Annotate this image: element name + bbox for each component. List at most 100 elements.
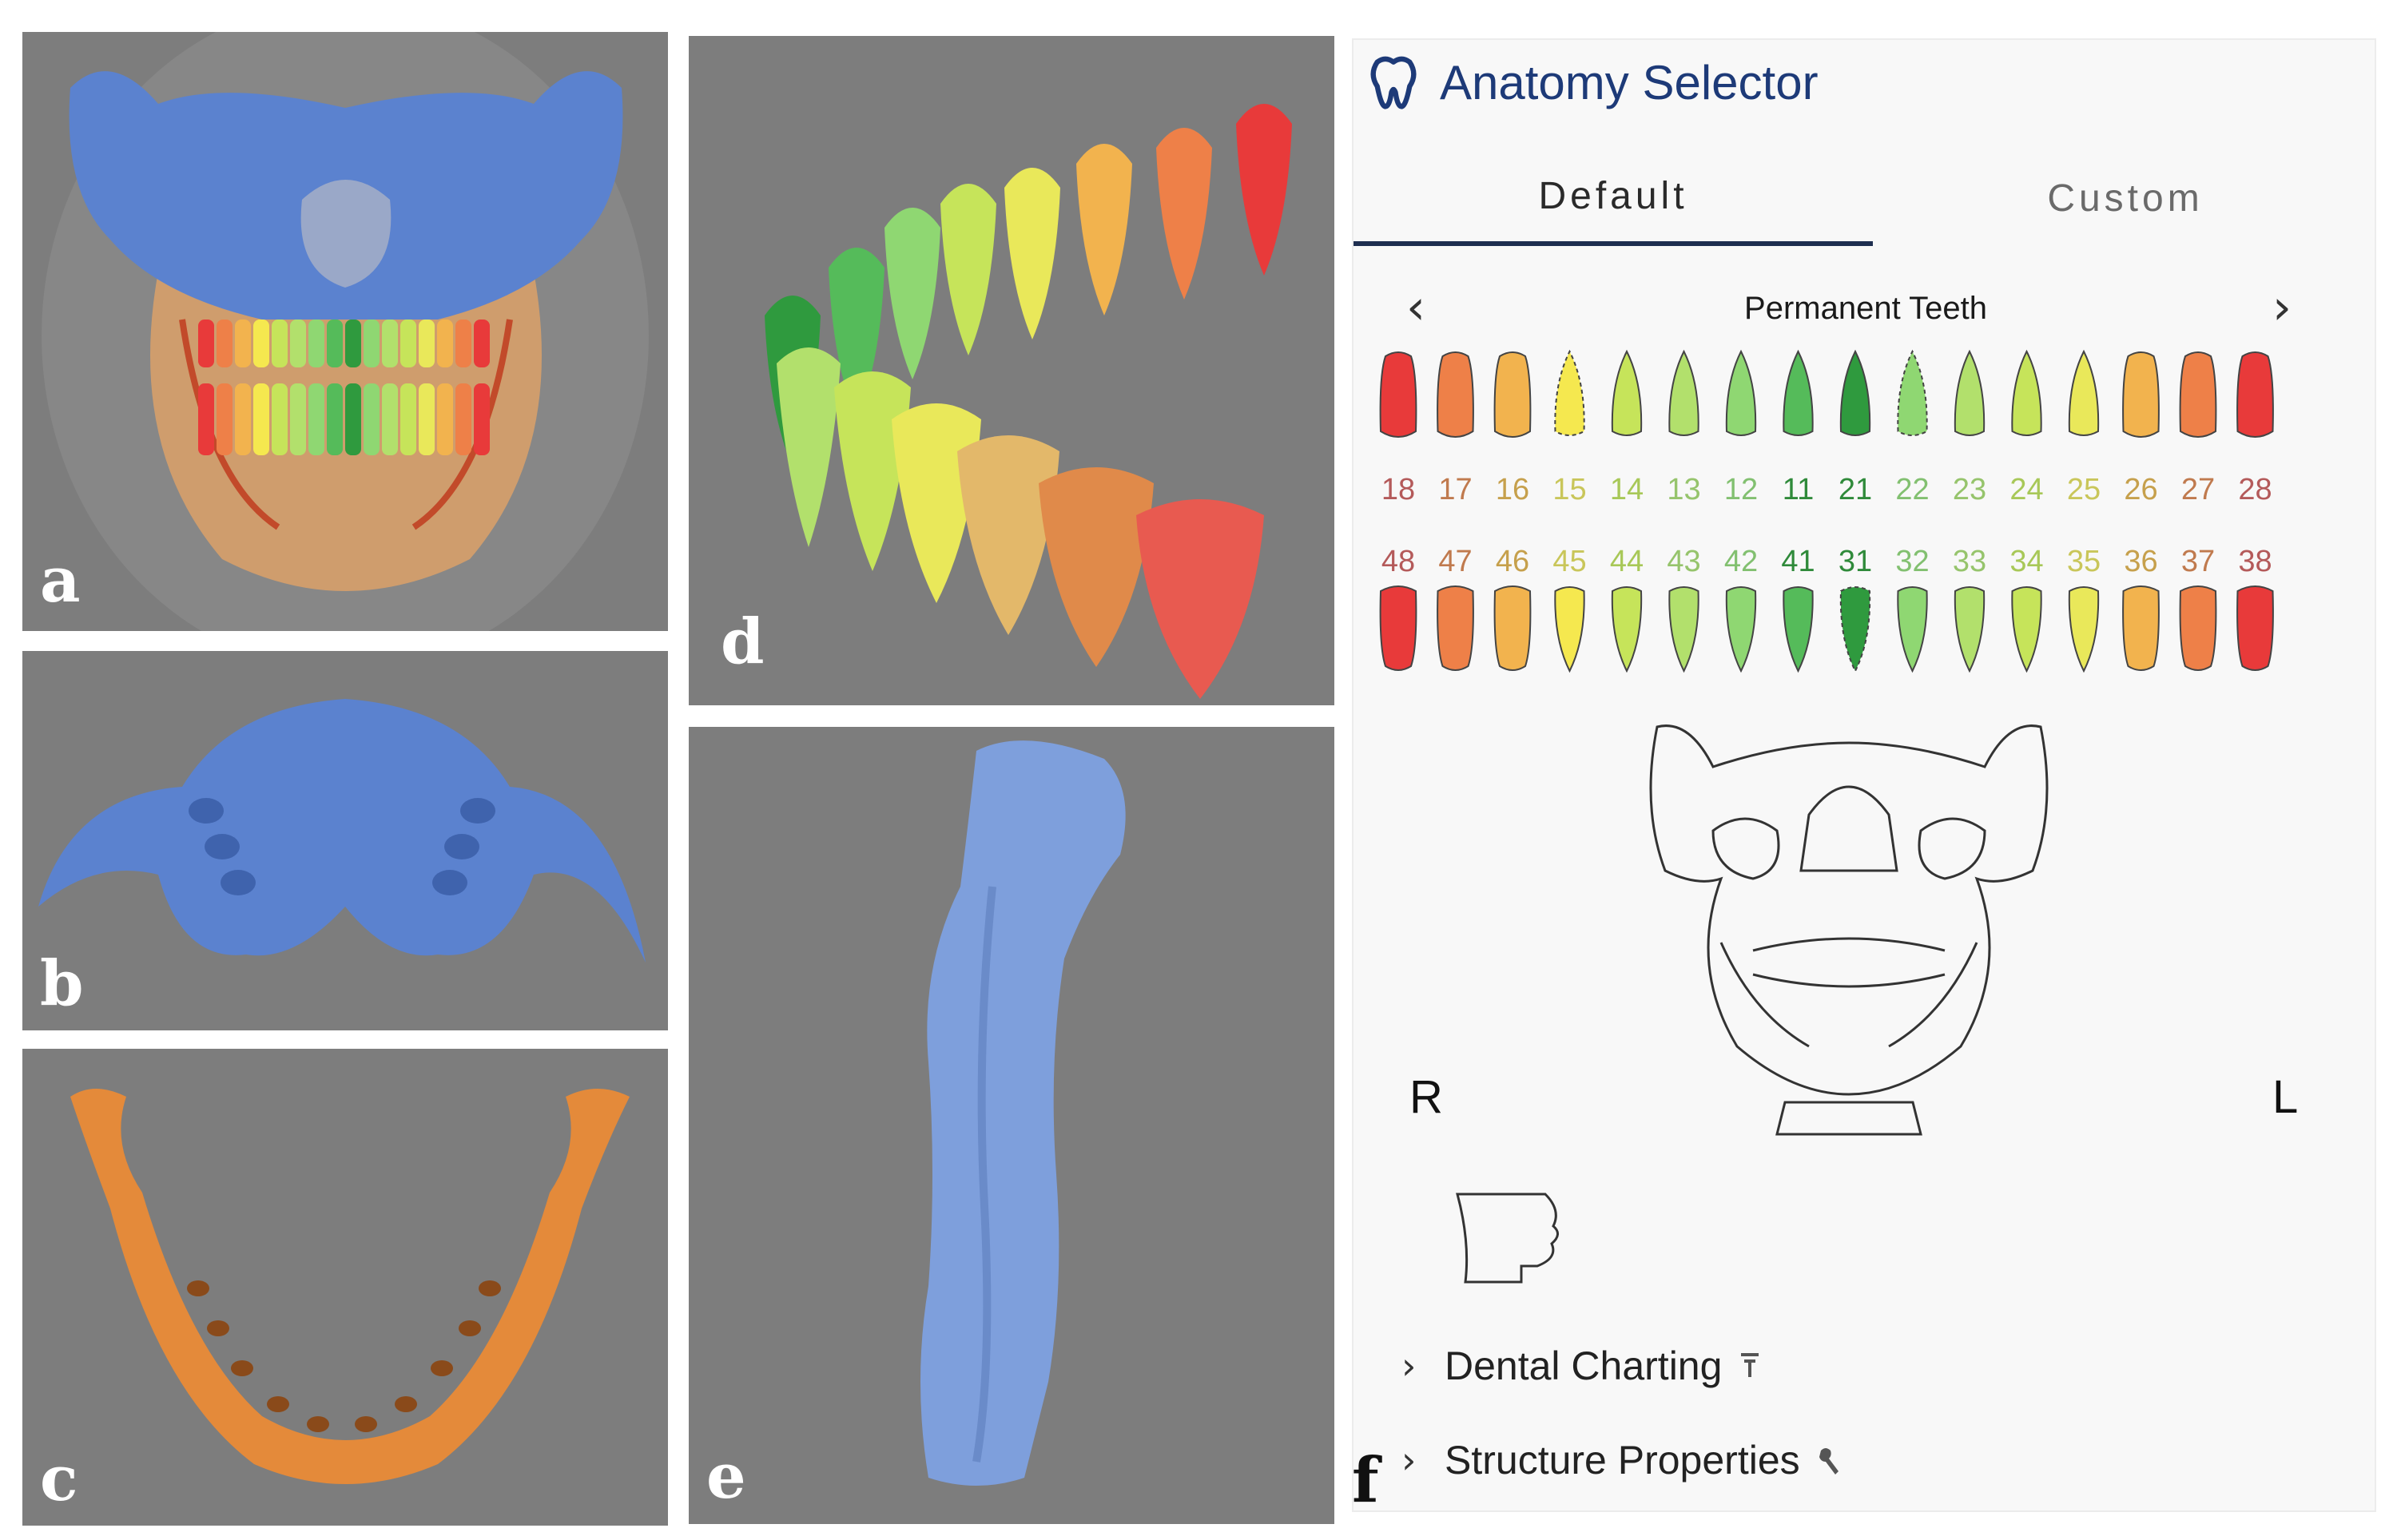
segmented-teeth-render [765,104,1292,699]
tooth-28[interactable] [2236,351,2274,438]
chevron-left-icon[interactable]: ‹ [1406,280,1425,335]
tooth-45[interactable] [1554,586,1585,673]
teeth-set-heading: Permanent Teeth [1744,291,1987,326]
skull-lower-tooth [253,383,269,455]
segmented-upper-tooth [1156,128,1212,300]
full-skull-render [42,32,649,631]
mandible-render [70,1089,630,1484]
tooth-14[interactable] [1611,349,1643,436]
skull-upper-tooth [290,320,306,367]
skull-upper-tooth [419,320,435,367]
tooth-number-34: 34 [2009,545,2043,578]
skull-lower-tooth [382,383,398,455]
tooth-11[interactable] [1783,349,1814,436]
skull-upper-tooth [474,320,490,367]
segmented-upper-tooth [940,184,996,355]
skull-upper-tooth [235,320,251,367]
tooth-47[interactable] [1437,585,1474,671]
skull-lower-tooth [308,383,324,455]
selector-tabs: Default Custom [1354,150,2378,254]
tooth-17[interactable] [1437,351,1474,438]
tooth-number-14: 14 [1610,473,1644,506]
skull-lower-tooth [235,383,251,455]
tooth-48[interactable] [1379,585,1417,671]
tooth-32[interactable] [1897,586,1928,673]
tab-default[interactable]: Default [1354,150,1873,246]
tooth-46[interactable] [1493,585,1532,671]
teeth-navigation: ‹ Permanent Teeth › [1354,280,2378,343]
segmented-lower-tooth [834,371,911,571]
tooth-26[interactable] [2122,351,2160,438]
tooth-13[interactable] [1668,349,1699,436]
tooth-25[interactable] [2068,349,2100,436]
tooth-15[interactable] [1554,349,1585,436]
skull-upper-tooth [400,320,416,367]
tooth-number-47: 47 [1438,545,1472,578]
tooth-38[interactable] [2236,585,2274,671]
panel-label-e: e [706,1440,746,1513]
tooth-number-44: 44 [1610,545,1644,578]
tooth-number-42: 42 [1724,545,1758,578]
tooth-41[interactable] [1783,586,1814,673]
anatomy-selector-panel: Anatomy Selector Default Custom ‹ Perman… [1352,38,2376,1512]
tooth-number-37: 37 [2181,545,2215,578]
tooth-44[interactable] [1611,586,1643,673]
chevron-right-icon: › [1401,1344,1417,1387]
selector-title: Anatomy Selector [1440,55,1819,109]
wrench-icon [1819,1448,1838,1475]
skull-upper-tooth [253,320,269,367]
viewport-segmented-teeth[interactable]: d [689,36,1334,705]
tooth-31[interactable] [1839,586,1871,673]
tooth-23[interactable] [1954,349,1986,436]
menu-dental-charting[interactable]: › Dental Charting [1401,1334,1762,1398]
tooth-33[interactable] [1954,586,1986,673]
tooth-35[interactable] [2068,586,2100,673]
tooth-number-48: 48 [1381,545,1415,578]
tooth-12[interactable] [1725,349,1757,436]
skull-upper-tooth [217,320,233,367]
tooth-18[interactable] [1379,351,1417,438]
skull-upper-tooth [327,320,343,367]
menu-label-dental-charting: Dental Charting [1445,1344,1723,1388]
panel-label-a: a [40,544,81,617]
skull-lower-tooth [217,383,233,455]
skull-lower-tooth [272,383,288,455]
tooth-number-18: 18 [1381,473,1415,506]
segmented-upper-tooth [1236,104,1292,276]
tooth-number-27: 27 [2181,473,2215,506]
viewport-airway[interactable]: e [689,727,1334,1524]
tooth-36[interactable] [2122,585,2160,671]
viewport-maxilla[interactable]: b [22,651,668,1030]
tooth-34[interactable] [2011,586,2042,673]
skull-selector-diagram[interactable] [1625,711,2073,1158]
tooth-16[interactable] [1493,351,1532,438]
tooth-43[interactable] [1668,586,1699,673]
tooth-24[interactable] [2011,349,2042,436]
viewport-mandible[interactable]: c [22,1049,668,1526]
tooth-22[interactable] [1897,349,1928,436]
skull-lower-tooth [198,383,214,455]
skull-lower-tooth [474,383,490,455]
tooth-21[interactable] [1839,349,1871,436]
skull-profile-icon[interactable] [1449,1186,1569,1286]
segmented-lower-tooth [1039,467,1154,667]
maxilla-render [38,699,646,963]
tooth-37[interactable] [2179,585,2217,671]
viewport-full-skull[interactable]: a [22,32,668,631]
panel-label-d: d [721,605,765,678]
tab-custom[interactable]: Custom [2047,177,2204,220]
tooth-27[interactable] [2179,351,2217,438]
menu-structure-properties[interactable]: › Structure Properties [1401,1428,1840,1492]
skull-lower-tooth [419,383,435,455]
tooth-42[interactable] [1725,586,1757,673]
skull-lower-tooth [290,383,306,455]
chevron-right-icon: › [1401,1439,1417,1482]
tooth-number-45: 45 [1552,545,1586,578]
skull-lower-tooth [400,383,416,455]
tooth-number-32: 32 [1895,545,1929,578]
chevron-right-icon[interactable]: › [2272,280,2292,335]
tooth-number-25: 25 [2067,473,2101,506]
skull-upper-tooth [364,320,380,367]
skull-upper-tooth [455,320,471,367]
tooth-number-12: 12 [1724,473,1758,506]
